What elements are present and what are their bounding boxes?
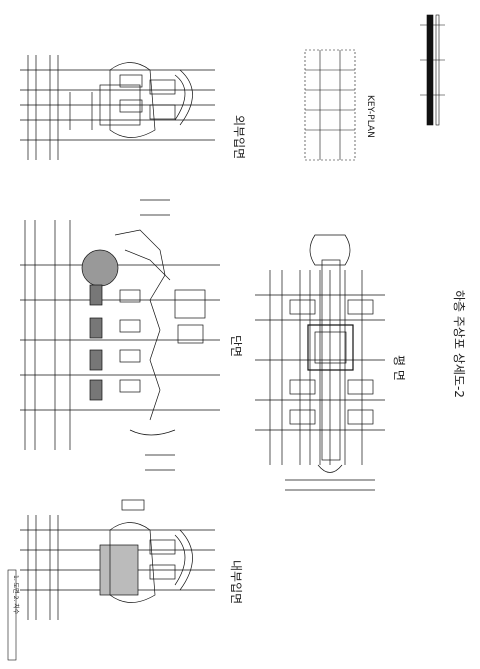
view-title-plan: 평 면 [392,355,406,381]
view-title-key-plan: KEY-PLAN [365,95,375,138]
plan-drawing [255,234,385,491]
scale-bar [420,14,445,126]
view-title-section: 단면 [229,335,243,357]
sheet-title: 하층 주상포 상세도-2 [452,290,466,398]
sheet-note: 1. 도면 2. 치수 [12,575,20,615]
section-drawing [20,199,220,471]
note-box [7,569,17,661]
key-plan-drawing [304,49,356,161]
view-title-inner-elevation: 내부입면 [229,560,243,604]
view-title-outer-elevation: 외부입면 [232,115,246,159]
outer-elevation-drawing [20,55,215,160]
inner-elevation-drawing [20,499,215,620]
